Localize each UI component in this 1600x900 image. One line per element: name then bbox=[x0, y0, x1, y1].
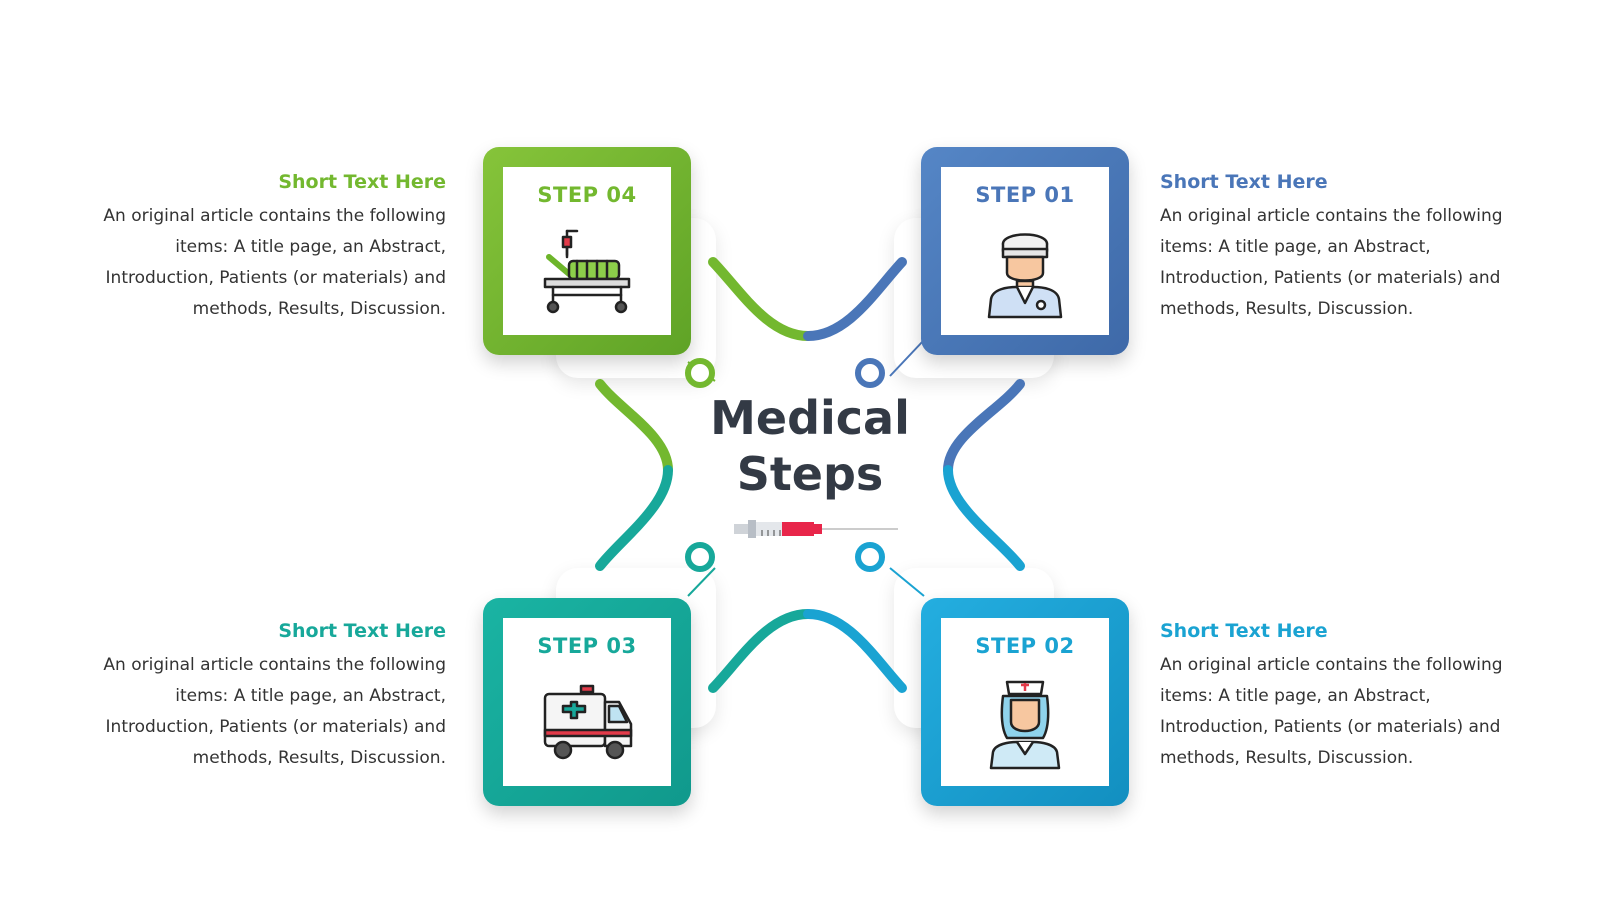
left-connector bbox=[595, 379, 673, 475]
bottom-connector bbox=[708, 609, 813, 693]
step-02-dot bbox=[855, 542, 885, 572]
step-04-dot bbox=[685, 358, 715, 388]
step-01-inner: STEP 01 bbox=[941, 167, 1109, 335]
step-01-body: An original article contains the followi… bbox=[1160, 206, 1503, 319]
nurse-icon bbox=[989, 680, 1061, 770]
step-03-body: An original article contains the followi… bbox=[103, 655, 446, 768]
step-03-card: STEP 03 bbox=[483, 598, 691, 806]
step-02-body: An original article contains the followi… bbox=[1160, 655, 1503, 768]
step-03-inner: STEP 03 bbox=[503, 618, 671, 786]
step-03-text: Short Text Here An original article cont… bbox=[66, 620, 446, 774]
step-04-card: STEP 04 bbox=[483, 147, 691, 355]
step-01-heading: Short Text Here bbox=[1160, 171, 1328, 193]
step-02-text: Short Text Here An original article cont… bbox=[1160, 620, 1540, 774]
right-connector bbox=[943, 379, 1025, 475]
step-03-dot bbox=[685, 542, 715, 572]
doctor-icon bbox=[987, 233, 1063, 319]
center-title-line1: Medical bbox=[710, 391, 910, 445]
step-04-text: Short Text Here An original article cont… bbox=[66, 171, 446, 325]
step-01-dot bbox=[855, 358, 885, 388]
step-02-inner: STEP 02 bbox=[941, 618, 1109, 786]
step-03-heading: Short Text Here bbox=[278, 620, 446, 642]
step-02-label: STEP 02 bbox=[975, 634, 1075, 658]
step-01-label: STEP 01 bbox=[975, 183, 1075, 207]
step-01-card: STEP 01 bbox=[921, 147, 1129, 355]
syringe-icon bbox=[734, 520, 898, 538]
step-04-label: STEP 04 bbox=[537, 183, 637, 207]
step-04-heading: Short Text Here bbox=[278, 171, 446, 193]
step-01-text: Short Text Here An original article cont… bbox=[1160, 171, 1540, 325]
top-connector bbox=[708, 257, 813, 341]
ambulance-icon bbox=[543, 684, 633, 760]
center-title: Medical Steps bbox=[690, 390, 930, 502]
step-04-inner: STEP 04 bbox=[503, 167, 671, 335]
step-04-body: An original article contains the followi… bbox=[103, 206, 446, 319]
step-02-heading: Short Text Here bbox=[1160, 620, 1328, 642]
center-title-line2: Steps bbox=[736, 447, 884, 501]
step-02-card: STEP 02 bbox=[921, 598, 1129, 806]
hospital-bed-icon bbox=[543, 229, 631, 314]
step-03-label: STEP 03 bbox=[537, 634, 637, 658]
